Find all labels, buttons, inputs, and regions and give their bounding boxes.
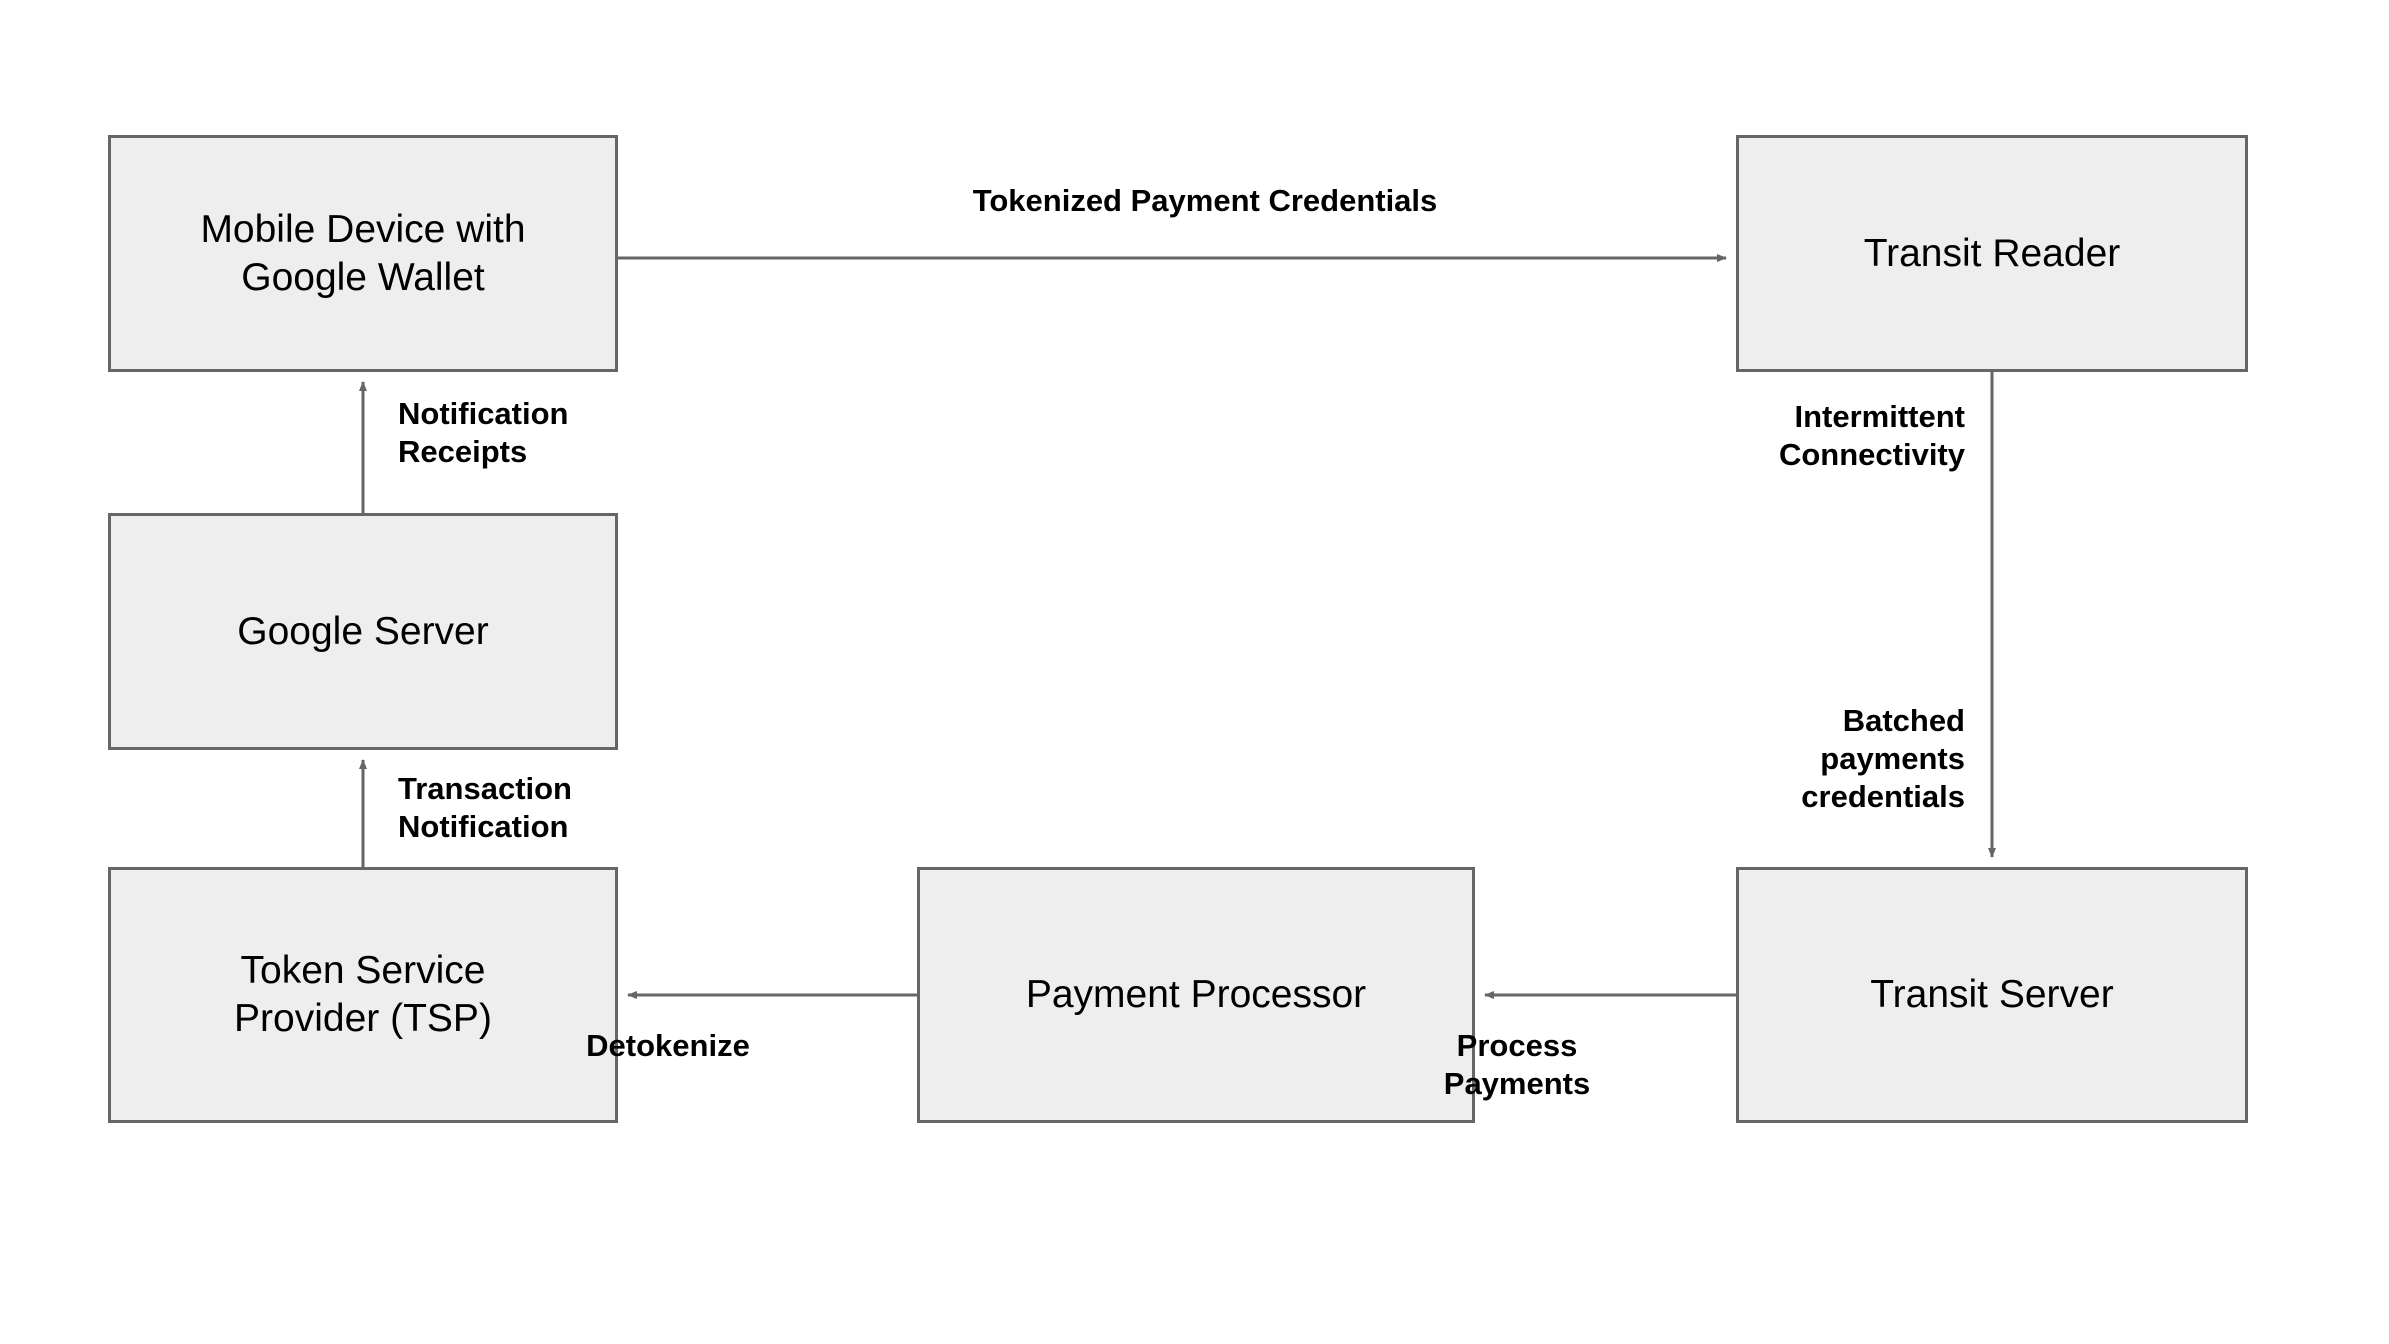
node-token-service-provider-label: Token Service Provider (TSP): [234, 949, 492, 1040]
edge-label-detokenize: Detokenize: [586, 1028, 750, 1063]
node-mobile-device[interactable]: Mobile Device with Google Wallet: [108, 135, 618, 372]
edge-label-process-payments: Process Payments: [1443, 1028, 1591, 1101]
node-transit-reader-label: Transit Reader: [1863, 231, 2121, 275]
node-payment-processor-label: Payment Processor: [1025, 973, 1367, 1017]
node-payment-processor[interactable]: Payment Processor: [917, 867, 1475, 1123]
node-transit-server-label: Transit Server: [1870, 973, 2114, 1017]
node-token-service-provider[interactable]: Token Service Provider (TSP): [108, 867, 618, 1123]
edge-label-notification-receipts: Notification Receipts: [398, 396, 569, 469]
node-google-server[interactable]: Google Server: [108, 513, 618, 750]
edge-label-transaction-notification: Transaction Notification: [398, 771, 572, 844]
node-transit-reader[interactable]: Transit Reader: [1736, 135, 2248, 372]
node-google-server-label: Google Server: [237, 609, 489, 653]
edge-label-batched-payments: Batched payments credentials: [1801, 703, 1965, 814]
node-mobile-device-label: Mobile Device with Google Wallet: [200, 207, 526, 299]
edge-label-intermittent-connectivity: Intermittent Connectivity: [1778, 399, 1965, 472]
edge-label-tokenized-credentials: Tokenized Payment Credentials: [972, 183, 1438, 218]
node-transit-server[interactable]: Transit Server: [1736, 867, 2248, 1123]
